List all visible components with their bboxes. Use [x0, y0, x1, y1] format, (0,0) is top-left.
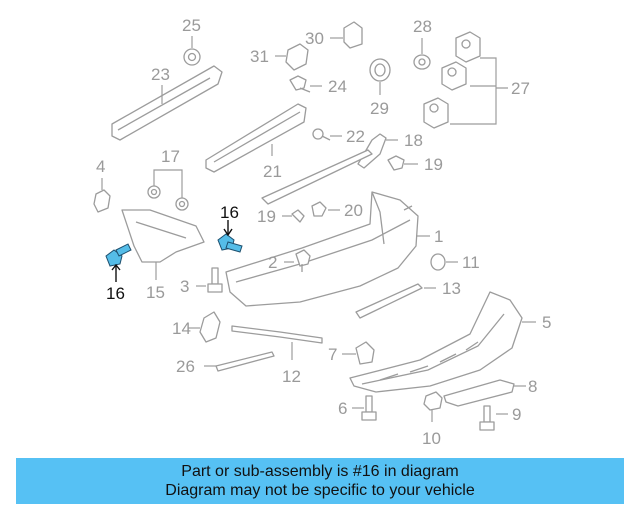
part-8-plate: [443, 379, 526, 407]
part-21-reinforcement: [205, 103, 307, 173]
part-31-bracket: [275, 43, 309, 71]
part-23-bumper-absorber: [111, 65, 223, 141]
part-24-bolt: [289, 75, 322, 93]
callout-20: 20: [344, 201, 363, 220]
callout-17: 17: [161, 147, 180, 166]
part-3-bolt: [196, 267, 223, 293]
part-19-clip-lower: [261, 149, 373, 223]
callout-12: 12: [282, 367, 301, 386]
callout-27: 27: [511, 79, 530, 98]
callout-2: 2: [268, 253, 277, 272]
callout-19-upper: 19: [424, 155, 443, 174]
callout-3: 3: [180, 277, 189, 296]
callout-14: 14: [172, 319, 191, 338]
part-29-cap: [369, 58, 391, 95]
part-16-bolt-upper: [217, 220, 243, 253]
callout-29: 29: [370, 99, 389, 118]
callout-15: 15: [146, 283, 165, 302]
callout-23: 23: [151, 65, 170, 84]
part-9-bolt: [479, 405, 508, 431]
info-banner: Part or sub-assembly is #16 in diagram D…: [16, 458, 624, 504]
part-16-bolt-lower: [105, 243, 132, 282]
callout-19-lower: 19: [257, 207, 276, 226]
part-20-nut: [311, 201, 340, 217]
callout-13: 13: [442, 279, 461, 298]
part-17-grommets: [147, 169, 189, 211]
part-30-clip: [330, 21, 363, 49]
part-5-diffuser: [349, 291, 536, 393]
callout-16-lower: 16: [106, 284, 125, 303]
callout-22: 22: [346, 127, 365, 146]
part-10-clip: [423, 391, 443, 422]
banner-line-part: Part or sub-assembly is #16 in diagram: [181, 463, 459, 480]
part-18-bracket: [357, 133, 398, 169]
part-19-clip-upper: [387, 155, 418, 171]
parts-diagram: 25 23 31 30 28 24 29 27: [93, 16, 551, 448]
part-26-strip: [204, 351, 275, 372]
callout-9: 9: [512, 405, 521, 424]
callout-4: 4: [96, 157, 105, 176]
callout-10: 10: [422, 429, 441, 448]
callout-24: 24: [328, 77, 347, 96]
callout-16-upper: 16: [220, 203, 239, 222]
part-7-clip: [342, 341, 375, 365]
part-11-cap: [430, 253, 458, 271]
part-2-bolt: [284, 249, 311, 272]
part-27-parking-sensors: [423, 31, 508, 129]
callout-6: 6: [338, 399, 347, 418]
callout-1: 1: [434, 227, 443, 246]
callout-8: 8: [528, 377, 537, 396]
callout-7: 7: [328, 345, 337, 364]
part-6-bolt: [352, 395, 377, 421]
callout-18: 18: [404, 131, 423, 150]
callout-11: 11: [462, 253, 480, 272]
callout-30: 30: [305, 29, 324, 48]
callout-21: 21: [263, 162, 282, 181]
part-25-clip: [183, 36, 201, 66]
part-15-side-bracket: [121, 209, 205, 280]
part-13-strip: [355, 283, 436, 319]
part-14-bracket: [188, 311, 221, 343]
banner-line-disclaimer: Diagram may not be specific to your vehi…: [165, 482, 475, 499]
part-4-nut: [93, 178, 111, 213]
callout-25: 25: [182, 16, 201, 35]
callout-31: 31: [250, 47, 269, 66]
part-28-grommet: [413, 38, 431, 70]
callout-26: 26: [176, 357, 195, 376]
part-1-bumper-cover: [225, 191, 430, 307]
callout-28: 28: [413, 17, 432, 36]
part-22-bolt: [312, 128, 342, 141]
callout-5: 5: [542, 313, 551, 332]
part-12-molding: [231, 325, 323, 360]
